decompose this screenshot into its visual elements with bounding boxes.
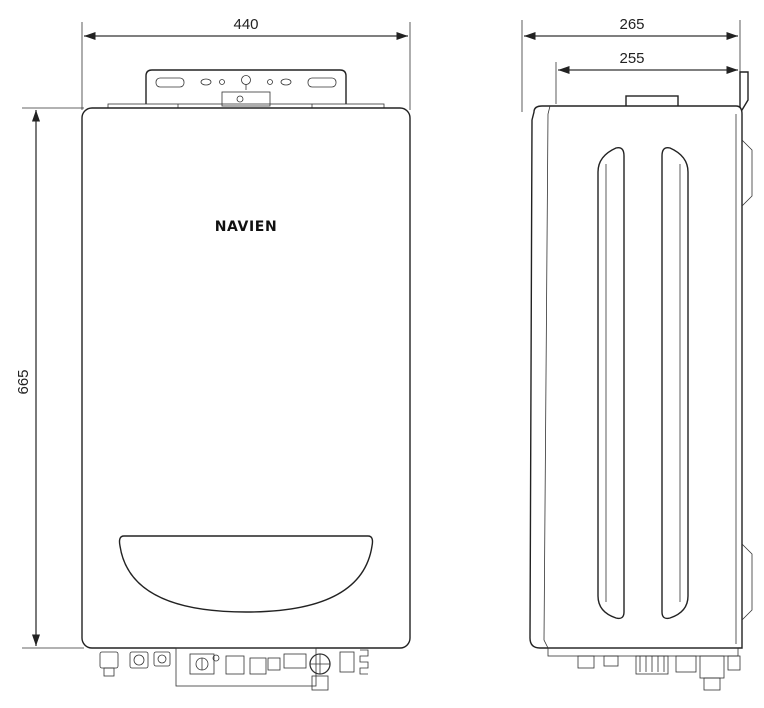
front-view: 440 665 NAVIEN	[15, 16, 411, 691]
body-depth-dimension: 255	[555, 50, 738, 104]
side-casing	[529, 105, 743, 649]
side-bottom-fittings	[547, 647, 741, 691]
side-mounting-bracket	[739, 71, 749, 111]
total-depth-dimension: 265	[521, 16, 741, 112]
right-handle-groove	[661, 146, 689, 620]
left-handle-groove	[597, 146, 625, 620]
width-dimension: 440	[81, 16, 411, 110]
mounting-bracket	[107, 69, 385, 109]
height-dimension-label: 665	[15, 369, 32, 394]
control-panel-cover	[118, 535, 374, 613]
bottom-fittings	[99, 647, 369, 691]
body-depth-label: 255	[619, 50, 644, 67]
navien-logo: NAVIEN	[215, 219, 278, 235]
width-dimension-label: 440	[233, 16, 258, 33]
total-depth-label: 265	[619, 16, 644, 33]
height-dimension: 665	[15, 107, 84, 649]
side-view: 265 255	[521, 16, 753, 691]
